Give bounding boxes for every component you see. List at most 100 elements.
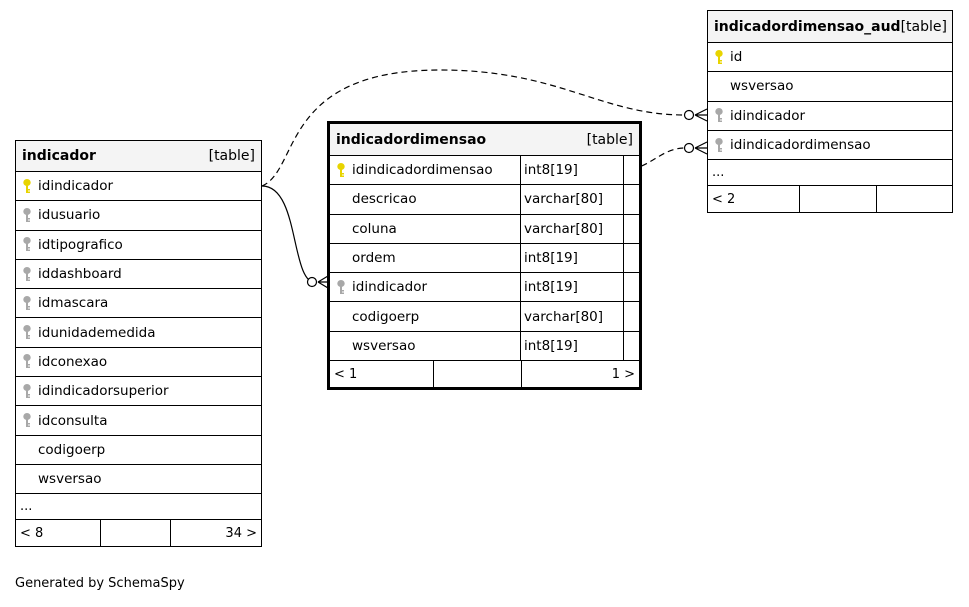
column-name: id: [730, 49, 743, 66]
column-name: coluna: [352, 220, 397, 237]
footer-spacer: [799, 186, 876, 213]
column-row-idindicadorsuperior[interactable]: idindicadorsuperior: [16, 377, 261, 407]
column-row-idconexao[interactable]: idconexao: [16, 348, 261, 378]
column-name: idindicadordimensao: [352, 162, 493, 179]
column-row-idindicador[interactable]: idindicador: [708, 102, 952, 131]
children-count[interactable]: [876, 186, 952, 213]
foreign-key-icon: [708, 137, 730, 153]
column-name: wsversao: [352, 337, 416, 354]
children-count[interactable]: 34 >: [170, 520, 261, 547]
column-type: int8[19]: [520, 243, 623, 273]
table-type: [table]: [208, 148, 255, 164]
column-row-idtipografico[interactable]: idtipografico: [16, 231, 261, 260]
table-indicadordimensao[interactable]: indicadordimensao [table] idindicadordim…: [327, 121, 642, 391]
column-row-wsversao[interactable]: wsversao: [708, 72, 952, 102]
column-row-idusuario[interactable]: idusuario: [16, 201, 261, 231]
column-row-wsversao[interactable]: wsversao int8[19]: [330, 331, 639, 362]
column-name: idindicadorsuperior: [38, 383, 169, 400]
column-name: codigoerp: [38, 441, 106, 458]
column-row-idindicadordimensao[interactable]: idindicadordimensao: [708, 131, 952, 161]
table-type: [table]: [900, 18, 947, 35]
column-type: varchar[80]: [520, 185, 623, 214]
parents-count[interactable]: < 8: [20, 525, 44, 541]
column-type: int8[19]: [520, 331, 623, 361]
column-row-codigoerp[interactable]: codigoerp varchar[80]: [330, 302, 639, 332]
column-row-idindicador[interactable]: idindicador int8[19]: [330, 273, 639, 303]
column-name: idconsulta: [38, 412, 108, 429]
table-footer: < 1 1 >: [330, 361, 639, 388]
footer-spacer: [433, 361, 521, 388]
column-row-id[interactable]: id: [708, 43, 952, 73]
column-name: idindicador: [352, 279, 428, 296]
column-row-idunidademedida[interactable]: idunidademedida: [16, 318, 261, 348]
column-spacer: [623, 243, 639, 273]
more-columns: ...: [708, 160, 952, 187]
children-count[interactable]: 1 >: [521, 361, 639, 388]
parents-count[interactable]: < 1: [334, 366, 358, 382]
column-spacer: [623, 156, 639, 185]
primary-key-icon: [708, 49, 730, 65]
column-type: int8[19]: [520, 273, 623, 302]
column-row-idindicadordimensao[interactable]: idindicadordimensao int8[19]: [330, 156, 639, 186]
generated-by-label: Generated by SchemaSpy: [15, 576, 185, 591]
column-type: varchar[80]: [520, 302, 623, 331]
column-spacer: [623, 185, 639, 214]
foreign-key-icon: [16, 266, 38, 282]
foreign-key-icon: [16, 237, 38, 252]
column-name: idindicador: [38, 178, 114, 195]
more-columns: ...: [16, 494, 261, 521]
column-spacer: [623, 273, 639, 302]
column-row-codigoerp[interactable]: codigoerp: [16, 436, 261, 465]
column-name: wsversao: [730, 78, 794, 95]
table-name: indicadordimensao: [336, 131, 487, 148]
table-header[interactable]: indicadordimensao [table]: [330, 124, 639, 156]
column-name: idunidademedida: [38, 324, 156, 341]
foreign-key-icon: [16, 325, 38, 340]
column-row-idmascara[interactable]: idmascara: [16, 289, 261, 319]
foreign-key-icon: [16, 354, 38, 369]
foreign-key-icon: [16, 295, 38, 311]
column-name: idconexao: [38, 353, 108, 370]
column-row-coluna[interactable]: coluna varchar[80]: [330, 214, 639, 244]
column-spacer: [623, 214, 639, 243]
column-name: idtipografico: [38, 236, 123, 253]
table-header[interactable]: indicador [table]: [16, 141, 261, 172]
relation-optional-circle: [683, 142, 695, 154]
primary-key-icon: [16, 178, 38, 194]
foreign-key-icon: [16, 413, 38, 428]
column-name: idusuario: [38, 207, 101, 224]
column-name: ordem: [352, 250, 396, 267]
footer-spacer: [100, 520, 170, 547]
table-indicador[interactable]: indicador [table] idindicador idusuario id…: [15, 140, 262, 548]
column-row-ordem[interactable]: ordem int8[19]: [330, 243, 639, 274]
column-spacer: [623, 302, 639, 331]
foreign-key-icon: [16, 207, 38, 223]
parents-count[interactable]: < 2: [712, 191, 736, 207]
column-name: codigoerp: [352, 308, 420, 325]
primary-key-icon: [330, 162, 352, 178]
foreign-key-icon: [708, 108, 730, 123]
column-spacer: [623, 331, 639, 361]
column-type: varchar[80]: [520, 214, 623, 243]
table-name: indicadordimensao_aud: [714, 18, 901, 35]
relation-crowfoot: [694, 108, 708, 122]
column-name: idindicador: [730, 107, 806, 124]
column-name: idmascara: [38, 295, 109, 312]
relation-optional-circle: [306, 276, 318, 288]
column-type: int8[19]: [520, 156, 623, 185]
foreign-key-icon: [330, 279, 352, 295]
column-row-wsversao[interactable]: wsversao: [16, 465, 261, 495]
column-row-idconsulta[interactable]: idconsulta: [16, 406, 261, 436]
table-type: [table]: [586, 131, 633, 148]
column-name: iddashboard: [38, 266, 122, 283]
column-row-idindicador[interactable]: idindicador: [16, 172, 261, 202]
column-row-iddashboard[interactable]: iddashboard: [16, 260, 261, 290]
column-name: idindicadordimensao: [730, 137, 871, 154]
table-header[interactable]: indicadordimensao_aud [table]: [708, 11, 952, 43]
relation-crowfoot: [694, 141, 708, 155]
table-footer: < 8 34 >: [16, 520, 261, 547]
table-indicadordimensao-aud[interactable]: indicadordimensao_aud [table] id wsversao…: [707, 10, 953, 214]
foreign-key-icon: [16, 383, 38, 399]
table-footer: < 2: [708, 186, 952, 213]
